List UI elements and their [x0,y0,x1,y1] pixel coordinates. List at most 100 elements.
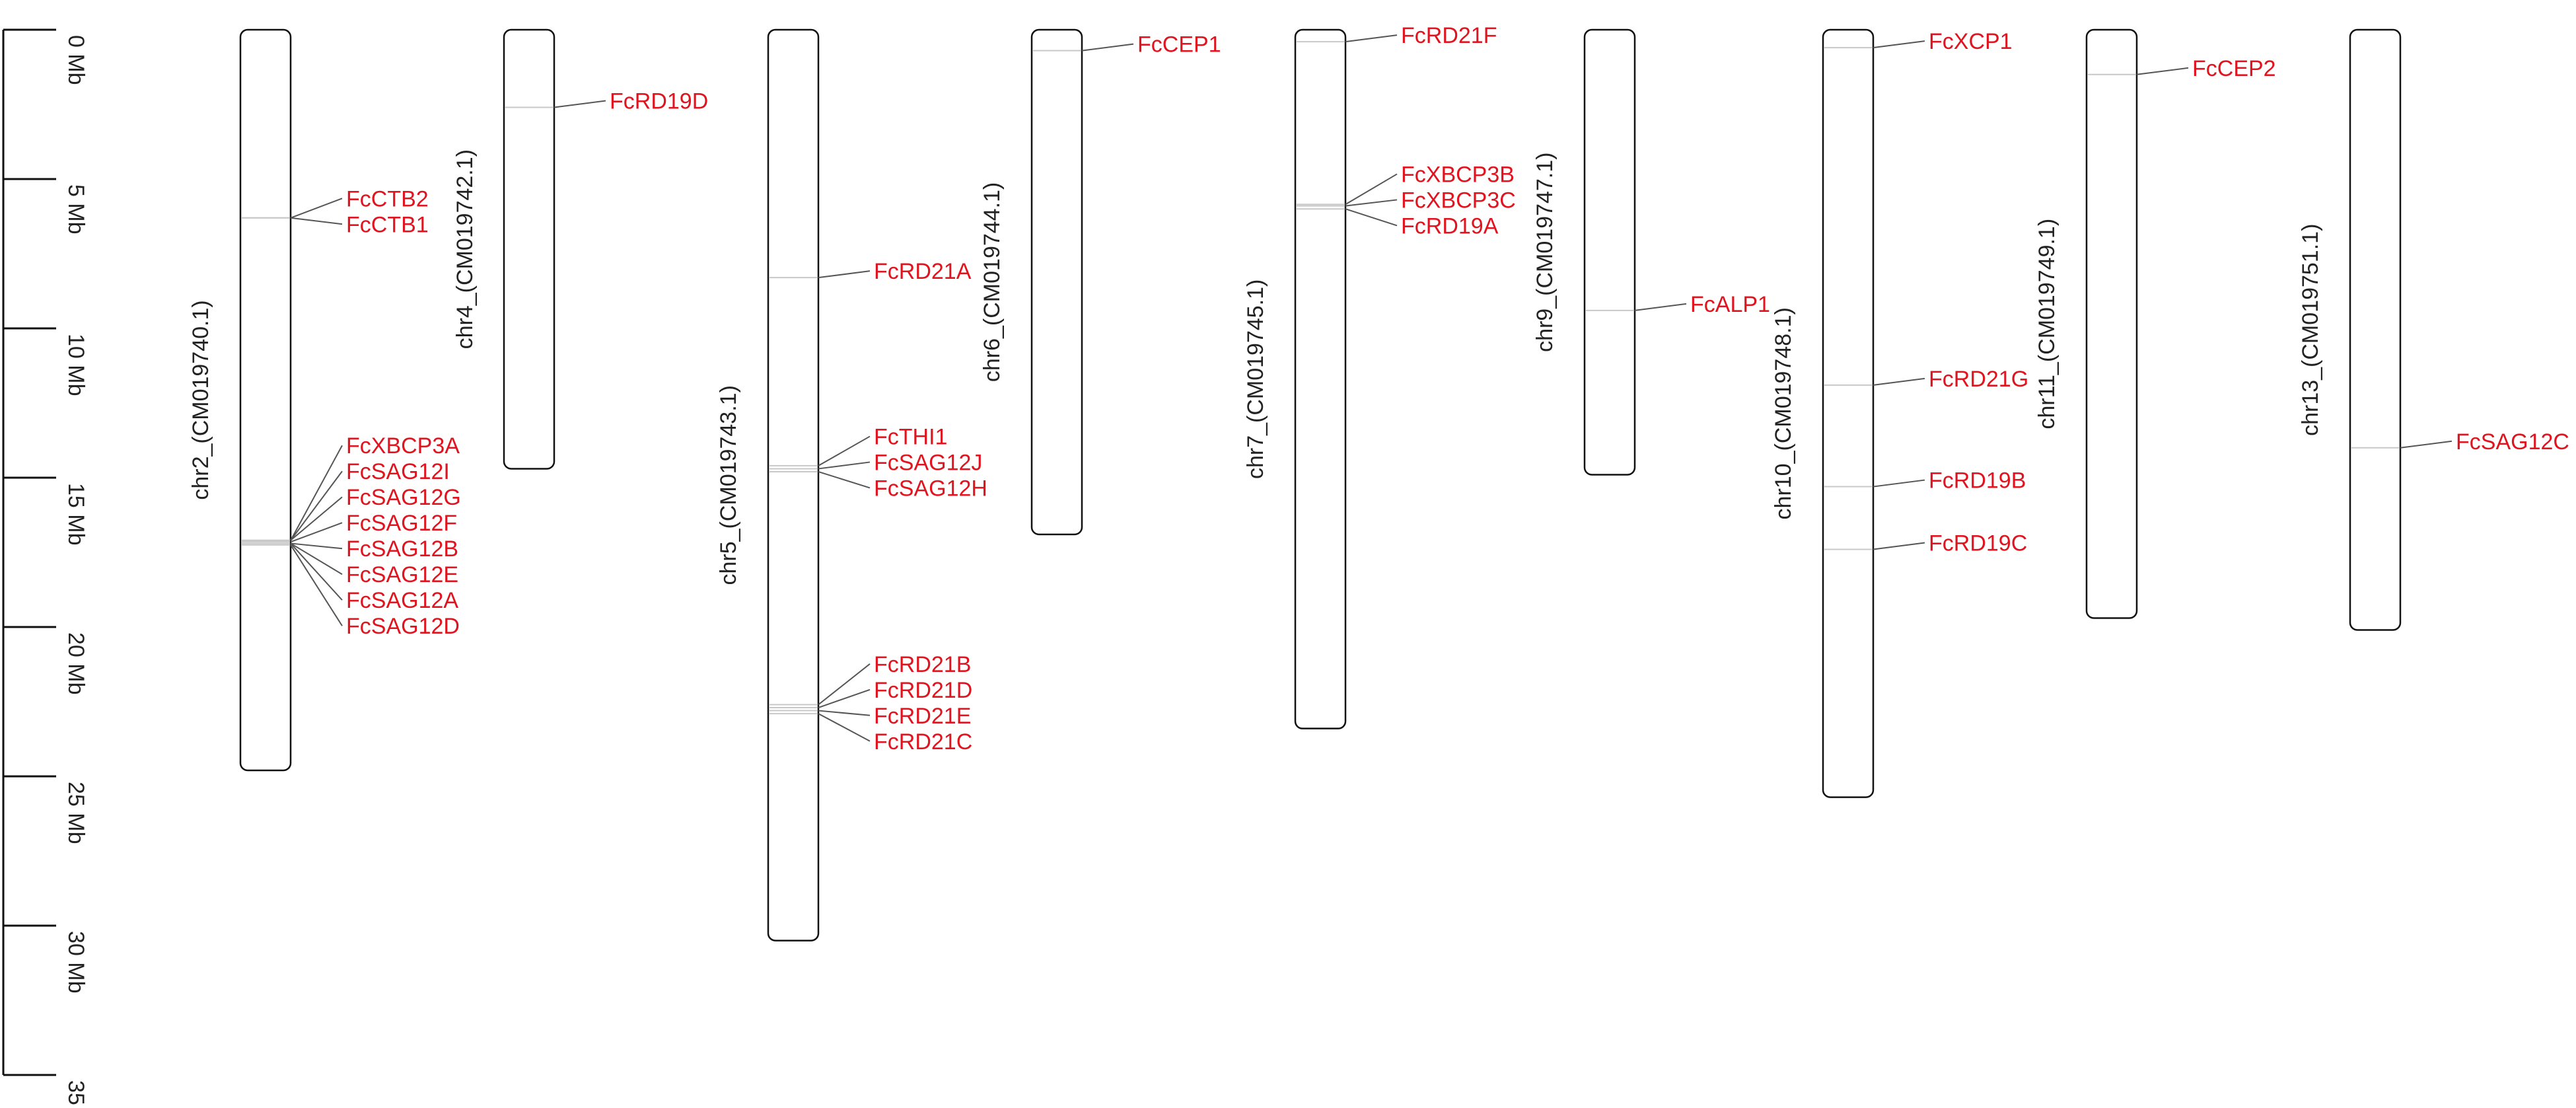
chromosome-4: chr7_(CM019745.1) FcRD21F FcXBCP3BFcXBCP3C… [1243,23,1516,729]
gene-leader-line [1345,208,1398,227]
gene-label: FcRD19D [610,89,708,114]
chromosome-label: chr7_(CM019745.1) [1243,279,1268,479]
chromosome-body [1294,28,1347,729]
chromosome-7: chr11_(CM019749.1) FcCEP2 [2034,28,2276,619]
tick-label: 15 Mb [63,483,89,546]
gene-leader-line [1345,34,1398,43]
gene-leader-line [818,710,871,716]
tick-label: 5 Mb [63,184,89,235]
chromosomes: chr2_(CM019740.1)FcCTB2FcCTB1FcXBCP3AFcS… [188,23,2569,942]
gene-label: FcCEP1 [1137,32,1221,57]
gene-label: FcRD19A [1401,213,1499,239]
gene-leader-line [818,270,871,279]
chromosome-body [239,28,292,772]
gene-leader-line [2136,67,2189,75]
gene-label: FcRD19C [1929,531,2027,556]
gene-leader-line [290,522,343,543]
gene-label: FcSAG12D [346,614,460,639]
gene-leader-line [290,542,343,601]
gene-label: FcSAG12I [346,459,450,484]
gene-label: FcSAG12C [2456,429,2569,455]
chromosome-3: chr6_(CM019744.1) FcCEP1 [980,28,1221,536]
tick-label: 35 Mb [63,1080,89,1108]
gene-leader-line [290,542,343,575]
gene-label: FcRD21B [874,652,971,677]
tick-label: 10 Mb [63,334,89,396]
gene-label: FcXCP1 [1929,29,2013,54]
chromosome-body [1822,28,1875,798]
gene-leader-line [290,542,343,550]
chromosome-body [503,28,555,470]
gene-label: FcSAG12J [874,450,982,475]
gene-leader-line [818,435,871,466]
gene-label: FcSAG12B [346,536,458,562]
gene-leader-line [818,461,871,470]
gene-leader-line [818,688,871,708]
gene-leader-line [2400,440,2452,449]
chromosome-label: chr5_(CM019743.1) [716,385,741,585]
gene-leader-line [290,217,343,225]
gene-leader-line [1634,303,1687,311]
gene-leader-line [1873,377,1925,386]
gene-leader-line [1873,479,1925,488]
gene-leader-line [1873,542,1925,550]
scale-axis: 0 Mb 5 Mb 10 Mb 15 Mb 20 Mb 25 Mb 30 Mb 35 Mb [2,28,89,1108]
gene-leader-line [1345,173,1398,205]
gene-leader-line [818,471,871,489]
chromosome-8: chr13_(CM019751.1) FcSAG12C [2298,28,2569,631]
gene-leader-line [554,100,606,108]
gene-label: FcRD21A [874,259,972,284]
gene-label: FcRD21E [874,704,971,729]
gene-leader-line [290,544,343,626]
gene-leader-line [290,198,343,219]
gene-leader-line [290,470,343,541]
gene-label: FcSAG12F [346,511,457,536]
chromosome-body [2085,28,2138,619]
chromosome-body [2349,28,2402,631]
gene-label: FcSAG12E [346,562,458,587]
chromosome-body [767,28,820,942]
gene-leader-line [1873,40,1925,49]
gene-leader-line [1345,199,1398,207]
tick-label: 30 Mb [63,931,89,994]
gene-label: FcXBCP3B [1401,162,1515,187]
chromosome-label: chr6_(CM019744.1) [980,182,1005,382]
chromosome-0: chr2_(CM019740.1)FcCTB2FcCTB1FcXBCP3AFcS… [188,28,461,772]
chromosome-body [1583,28,1636,476]
chromosome-label: chr10_(CM019748.1) [1771,307,1796,519]
gene-label: FcALP1 [1690,292,1770,317]
gene-leader-line [818,663,871,706]
chromosome-label: chr11_(CM019749.1) [2034,219,2059,429]
gene-label: FcSAG12G [346,485,461,510]
gene-label: FcTHI1 [874,424,947,449]
tick-label: 20 Mb [63,632,89,695]
chromosome-1: chr4_(CM019742.1) FcRD19D [452,28,708,470]
gene-label: FcCEP2 [2192,56,2276,81]
tick-label: 25 Mb [63,782,89,844]
gene-leader-line [1081,43,1134,52]
gene-label: FcXBCP3A [346,433,460,459]
gene-label: FcSAG12A [346,588,458,613]
chromosome-2: chr5_(CM019743.1)FcRD21AFcTHI1FcSAG12JFc… [716,28,987,942]
gene-leader-line [290,445,343,541]
tick-label: 0 Mb [63,35,89,85]
chromosome-label: chr9_(CM019747.1) [1532,153,1557,352]
gene-leader-line [290,496,343,541]
gene-label: FcXBCP3C [1401,188,1516,213]
gene-leader-line [818,713,871,742]
chromosome-5: chr9_(CM019747.1) FcALP1 [1532,28,1770,476]
chromosome-label: chr2_(CM019740.1) [188,300,213,499]
gene-label: FcSAG12H [874,476,987,501]
gene-label: FcRD21F [1401,23,1497,48]
chromosome-label: chr4_(CM019742.1) [452,149,478,349]
gene-label: FcCTB2 [346,186,429,211]
gene-label: FcRD21C [874,729,972,755]
gene-label: FcRD19B [1929,468,2026,494]
chromosome-body [1030,28,1083,536]
chromosome-label: chr13_(CM019751.1) [2298,224,2323,436]
gene-label: FcCTB1 [346,212,429,237]
gene-label: FcRD21G [1929,367,2028,392]
gene-label: FcRD21D [874,678,972,703]
